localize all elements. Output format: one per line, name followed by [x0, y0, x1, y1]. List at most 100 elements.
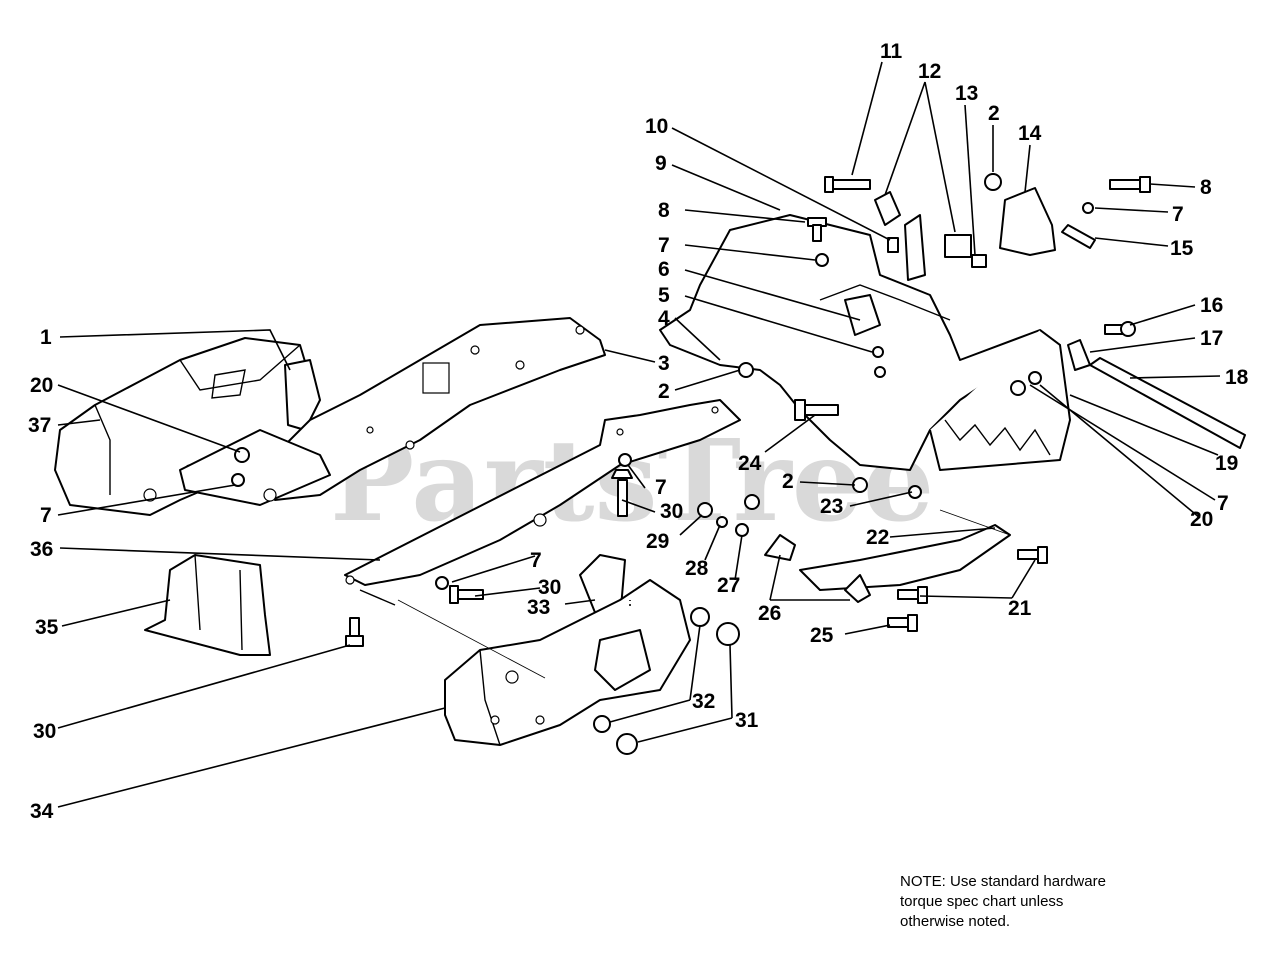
- bolt-15: [1061, 224, 1096, 249]
- washer-32-bottom: [593, 715, 611, 733]
- callout-4: 4: [658, 307, 670, 330]
- nut-27: [735, 523, 749, 537]
- bolt-21-a: [1017, 546, 1048, 564]
- callout-35: 35: [35, 616, 59, 639]
- nut-5: [872, 346, 884, 358]
- callout-7: 7: [40, 504, 52, 527]
- washer-7-right-low: [1028, 371, 1042, 385]
- note-line: NOTE: Use standard hardware: [900, 873, 1106, 890]
- callout-17: 17: [1200, 327, 1223, 350]
- callout-8: 8: [658, 199, 670, 222]
- nut-13: [971, 254, 987, 268]
- bolt-30-upper: [611, 469, 633, 517]
- nut-31-bottom: [616, 733, 638, 755]
- part-side-rail-left: [179, 317, 606, 506]
- callout-19: 19: [1215, 452, 1238, 475]
- callout-7: 7: [1217, 492, 1229, 515]
- callout-16: 16: [1200, 294, 1223, 317]
- nut-2-low: [852, 477, 868, 493]
- washer-32-top: [690, 607, 710, 627]
- callout-7: 7: [655, 476, 667, 499]
- nut-17: [1067, 339, 1091, 371]
- part-plate-26: [764, 534, 871, 603]
- callout-labels: 11 12 13 2 14 10 9 8 8 7 7 15 6 5 4 16 1…: [28, 40, 1249, 823]
- leader-lines: [57, 61, 1221, 808]
- washer-28: [716, 516, 728, 528]
- hardware: [231, 173, 1151, 755]
- callout-8: 8: [1200, 176, 1212, 199]
- nut-2-top: [984, 173, 1002, 191]
- nut-4: [874, 366, 886, 378]
- part-center-plate: [344, 399, 741, 606]
- callout-7: 7: [530, 549, 542, 572]
- note-line: otherwise noted.: [900, 913, 1011, 930]
- callout-7: 7: [1172, 203, 1184, 226]
- callout-29: 29: [646, 530, 669, 553]
- callout-2: 2: [988, 102, 1000, 125]
- callout-22: 22: [866, 526, 889, 549]
- callout-21: 21: [1008, 597, 1032, 620]
- callout-7: 7: [658, 234, 670, 257]
- bolt-25: [887, 614, 918, 632]
- nut-2-mid: [738, 362, 754, 378]
- nut-12: [874, 191, 901, 226]
- callout-14: 14: [1018, 122, 1042, 145]
- callout-6: 6: [658, 258, 670, 281]
- callout-25: 25: [810, 624, 834, 647]
- callout-15: 15: [1170, 237, 1194, 260]
- callout-27: 27: [717, 574, 740, 597]
- part-axle-18: [1089, 357, 1246, 449]
- part-mount-35: [144, 554, 271, 656]
- callout-13: 13: [955, 82, 978, 105]
- callout-24: 24: [738, 452, 762, 475]
- part-rear-frame: [659, 214, 1071, 471]
- callout-5: 5: [658, 284, 670, 307]
- hardware-note: NOTE: Use standard hardware torque spec …: [900, 872, 1200, 932]
- callout-12: 12: [918, 60, 941, 83]
- washer-7-upper: [618, 453, 632, 467]
- callout-33: 33: [527, 596, 550, 619]
- callout-30: 30: [660, 500, 683, 523]
- callout-32: 32: [692, 690, 715, 713]
- callout-23: 23: [820, 495, 843, 518]
- callout-11: 11: [880, 40, 903, 63]
- callout-20: 20: [30, 374, 53, 397]
- bolt-16: [1104, 321, 1136, 337]
- callout-2: 2: [658, 380, 670, 403]
- nut-2-center: [744, 494, 760, 510]
- bolt-30-lower: [449, 585, 484, 604]
- bolt-21-b: [897, 586, 928, 604]
- washer-7-right: [1082, 202, 1094, 214]
- washer-7-left: [231, 473, 245, 487]
- part-bracket-14: [999, 187, 1056, 256]
- bolt-24: [794, 399, 839, 421]
- callout-36: 36: [30, 538, 53, 561]
- callout-28: 28: [685, 557, 709, 580]
- callout-31: 31: [735, 709, 759, 732]
- callout-2: 2: [782, 470, 794, 493]
- nut-31-top: [716, 622, 740, 646]
- bolt-8-mid: [807, 217, 827, 242]
- nut-29: [697, 502, 713, 518]
- callout-3: 3: [658, 352, 670, 375]
- nut-20-right: [1010, 380, 1026, 396]
- bolt-10: [887, 237, 899, 253]
- washer-7-lower: [435, 576, 449, 590]
- callout-30: 30: [538, 576, 561, 599]
- part-base-34: [444, 579, 691, 746]
- callout-1: 1: [40, 326, 52, 349]
- bolt-8-right: [1109, 176, 1151, 193]
- washer-7-mid: [815, 253, 829, 267]
- bolt-30-left: [345, 617, 364, 647]
- callout-9: 9: [655, 152, 667, 175]
- callout-10: 10: [645, 115, 668, 138]
- callout-34: 34: [30, 800, 54, 823]
- callout-18: 18: [1225, 366, 1249, 389]
- bolt-11: [824, 176, 871, 193]
- callout-20: 20: [1190, 508, 1213, 531]
- callout-30: 30: [33, 720, 56, 743]
- callout-26: 26: [758, 602, 781, 625]
- callout-37: 37: [28, 414, 51, 437]
- note-line: torque spec chart unless: [900, 893, 1064, 910]
